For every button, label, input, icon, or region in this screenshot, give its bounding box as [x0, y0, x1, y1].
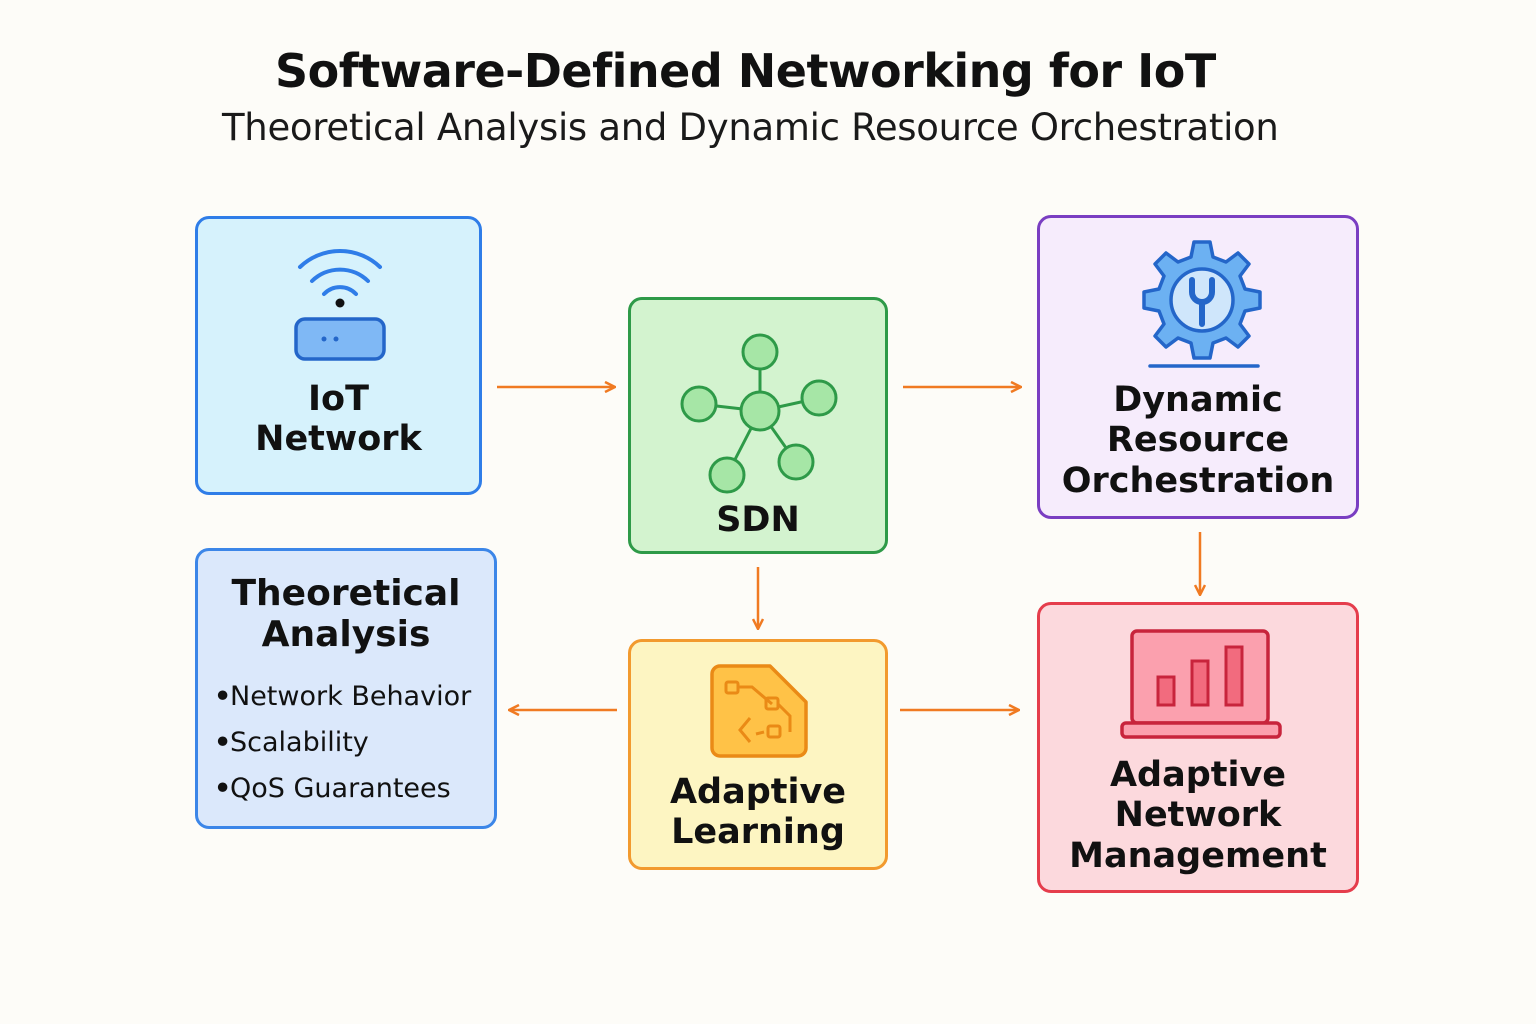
iot-network-label: IoT Network	[255, 379, 422, 460]
node-sdn: SDN	[628, 297, 888, 554]
node-adaptive-network-management: Adaptive Network Management	[1037, 602, 1359, 893]
network-management-label: Adaptive Network Management	[1069, 755, 1327, 876]
diagram-title: Software-Defined Networking for IoT	[275, 44, 1216, 98]
laptop-chart-icon	[1120, 629, 1282, 739]
node-dynamic-resource-orchestration: Dynamic Resource Orchestration	[1037, 215, 1359, 519]
bullet-scalability: •Scalability	[214, 727, 369, 758]
node-iot-network: IoT Network	[195, 216, 482, 495]
analysis-bullet-list: •Network Behavior •Scalability •QoS Guar…	[214, 681, 471, 819]
theoretical-analysis-label: Theoretical Analysis	[231, 573, 461, 656]
bullet-network-behavior: •Network Behavior	[214, 681, 472, 712]
node-theoretical-analysis: Theoretical Analysis •Network Behavior •…	[195, 548, 497, 829]
wifi-router-icon	[294, 249, 386, 361]
network-nodes-icon	[680, 333, 838, 494]
bullet-qos-guarantees: •QoS Guarantees	[214, 773, 451, 804]
diagram-subtitle: Theoretical Analysis and Dynamic Resourc…	[222, 106, 1279, 149]
orchestration-label: Dynamic Resource Orchestration	[1061, 380, 1335, 501]
node-adaptive-learning: Adaptive Learning	[628, 639, 888, 870]
learning-chip-icon	[710, 664, 808, 758]
sdn-label: SDN	[716, 500, 800, 540]
adaptive-learning-label: Adaptive Learning	[669, 772, 847, 853]
gear-wrench-icon	[1142, 240, 1262, 368]
